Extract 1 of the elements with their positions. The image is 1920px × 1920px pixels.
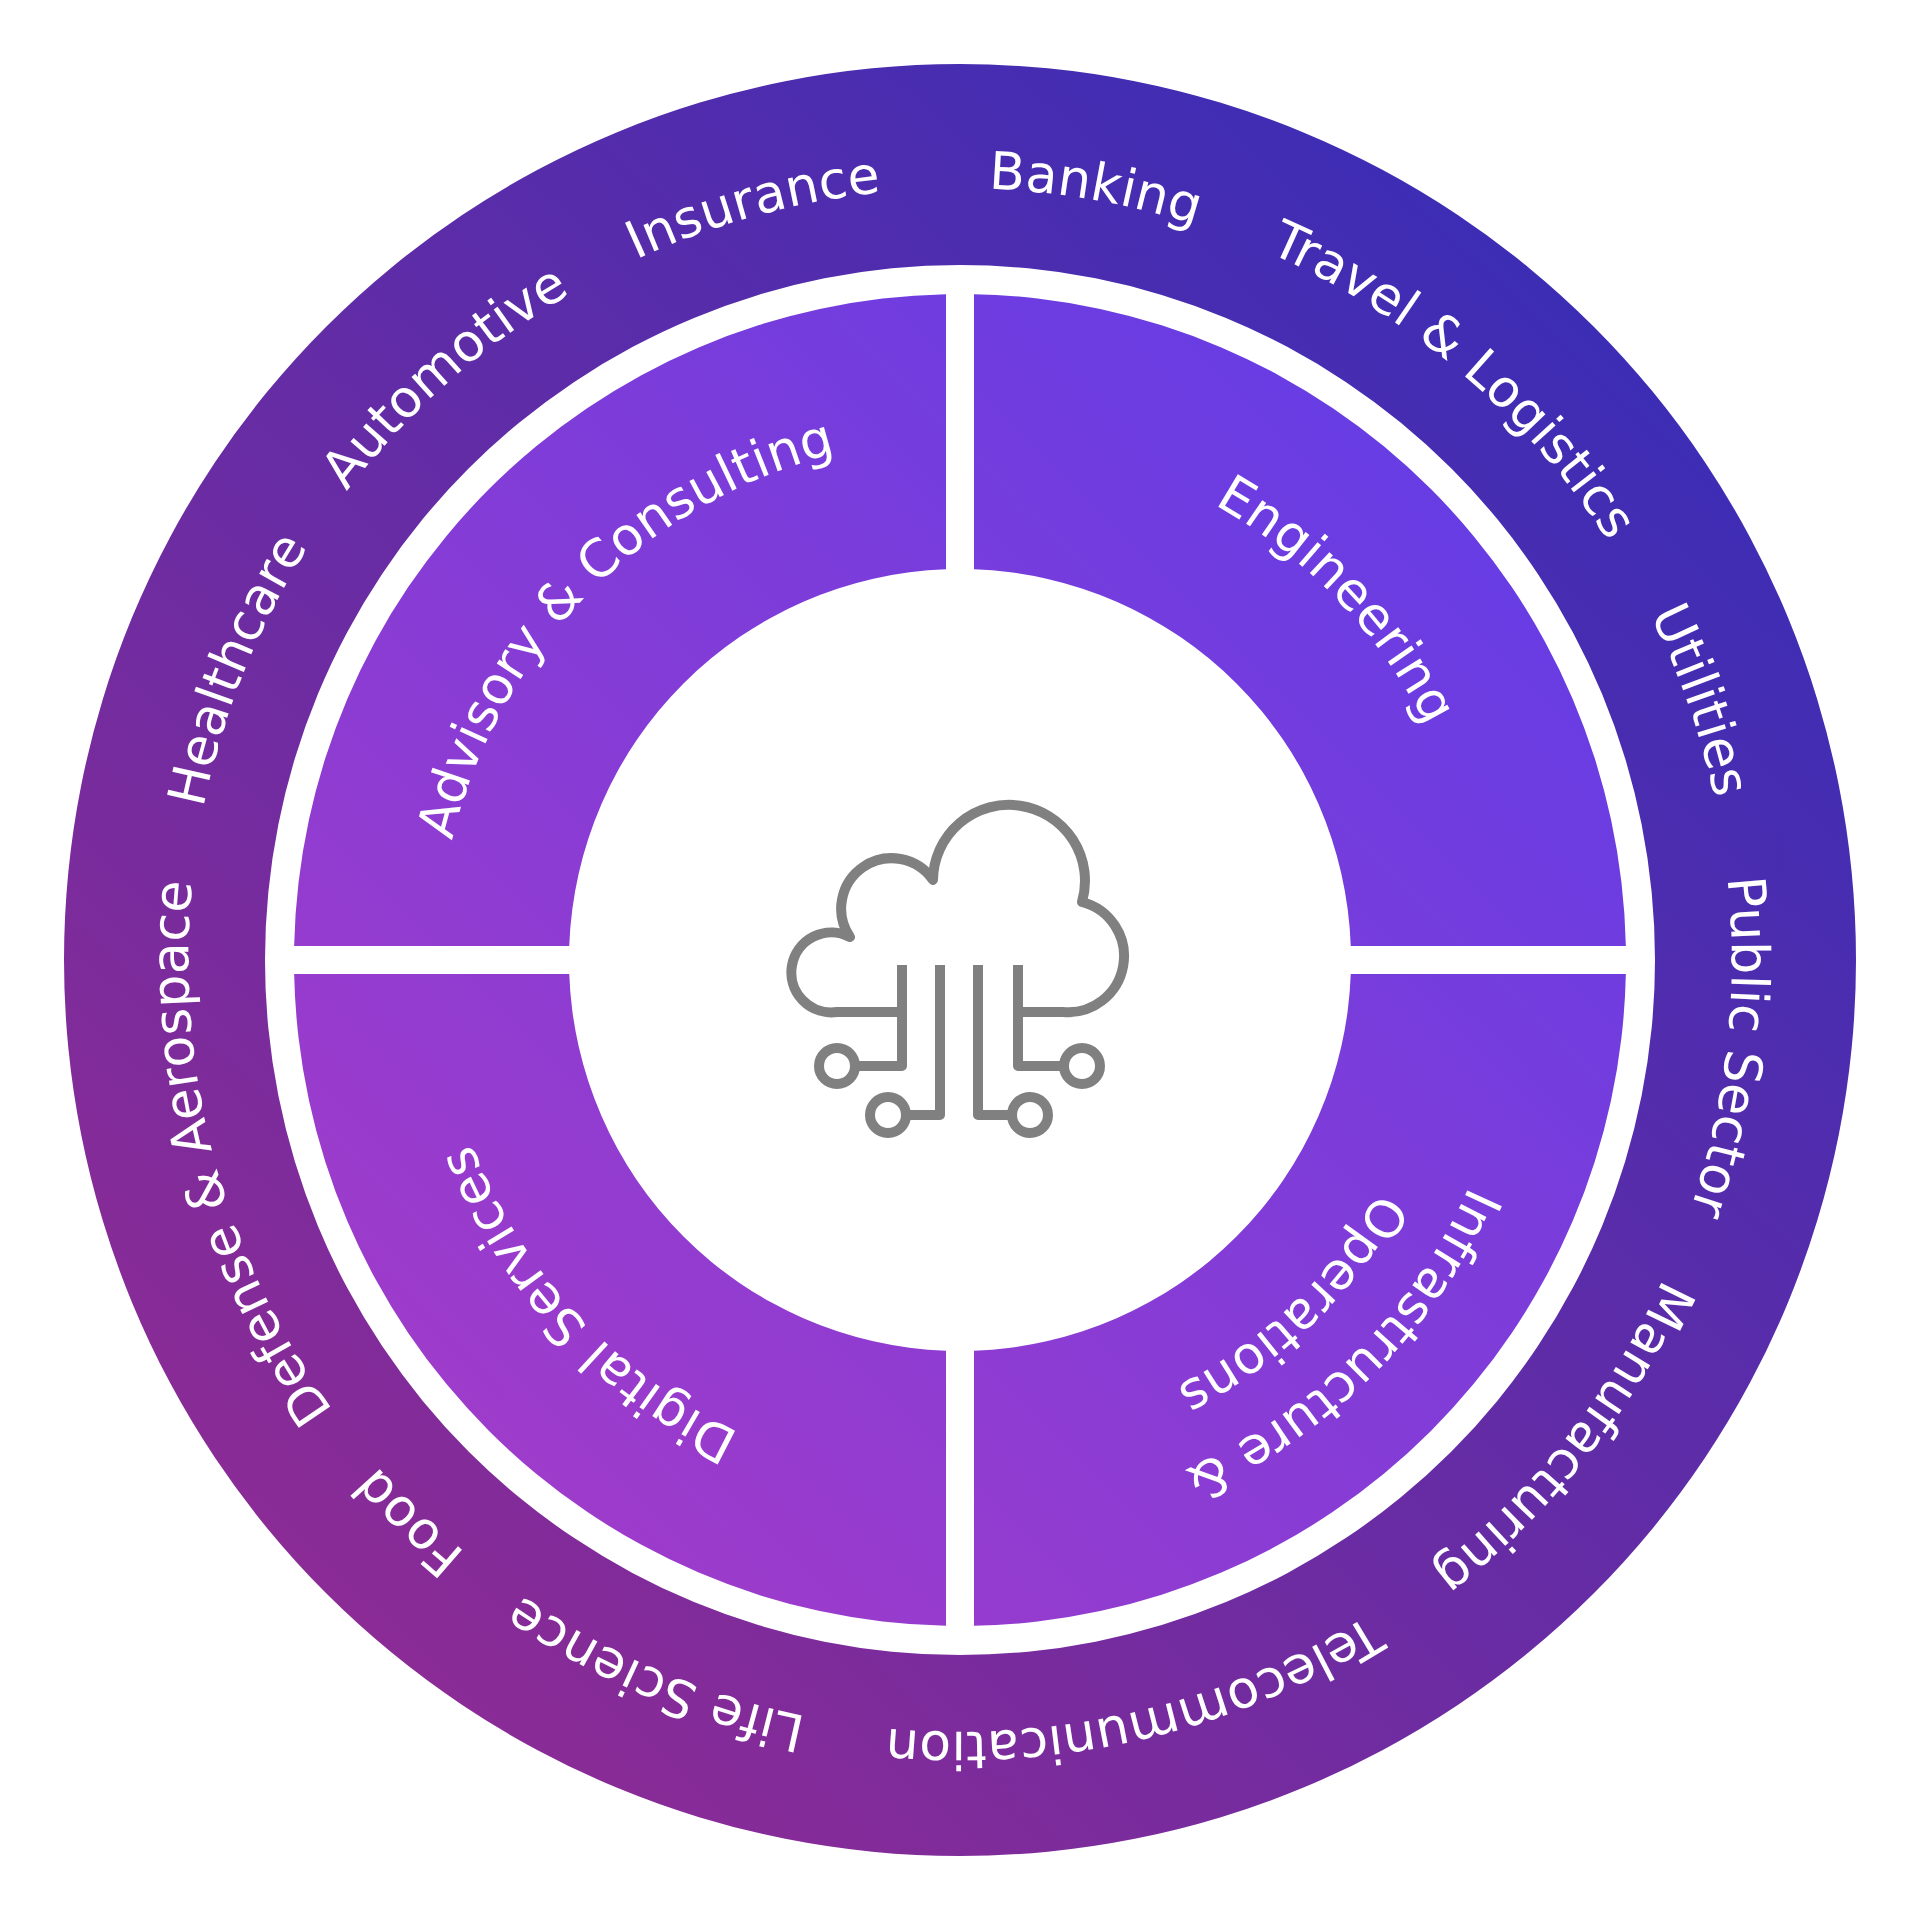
- industry-label: Banking: [987, 140, 1210, 237]
